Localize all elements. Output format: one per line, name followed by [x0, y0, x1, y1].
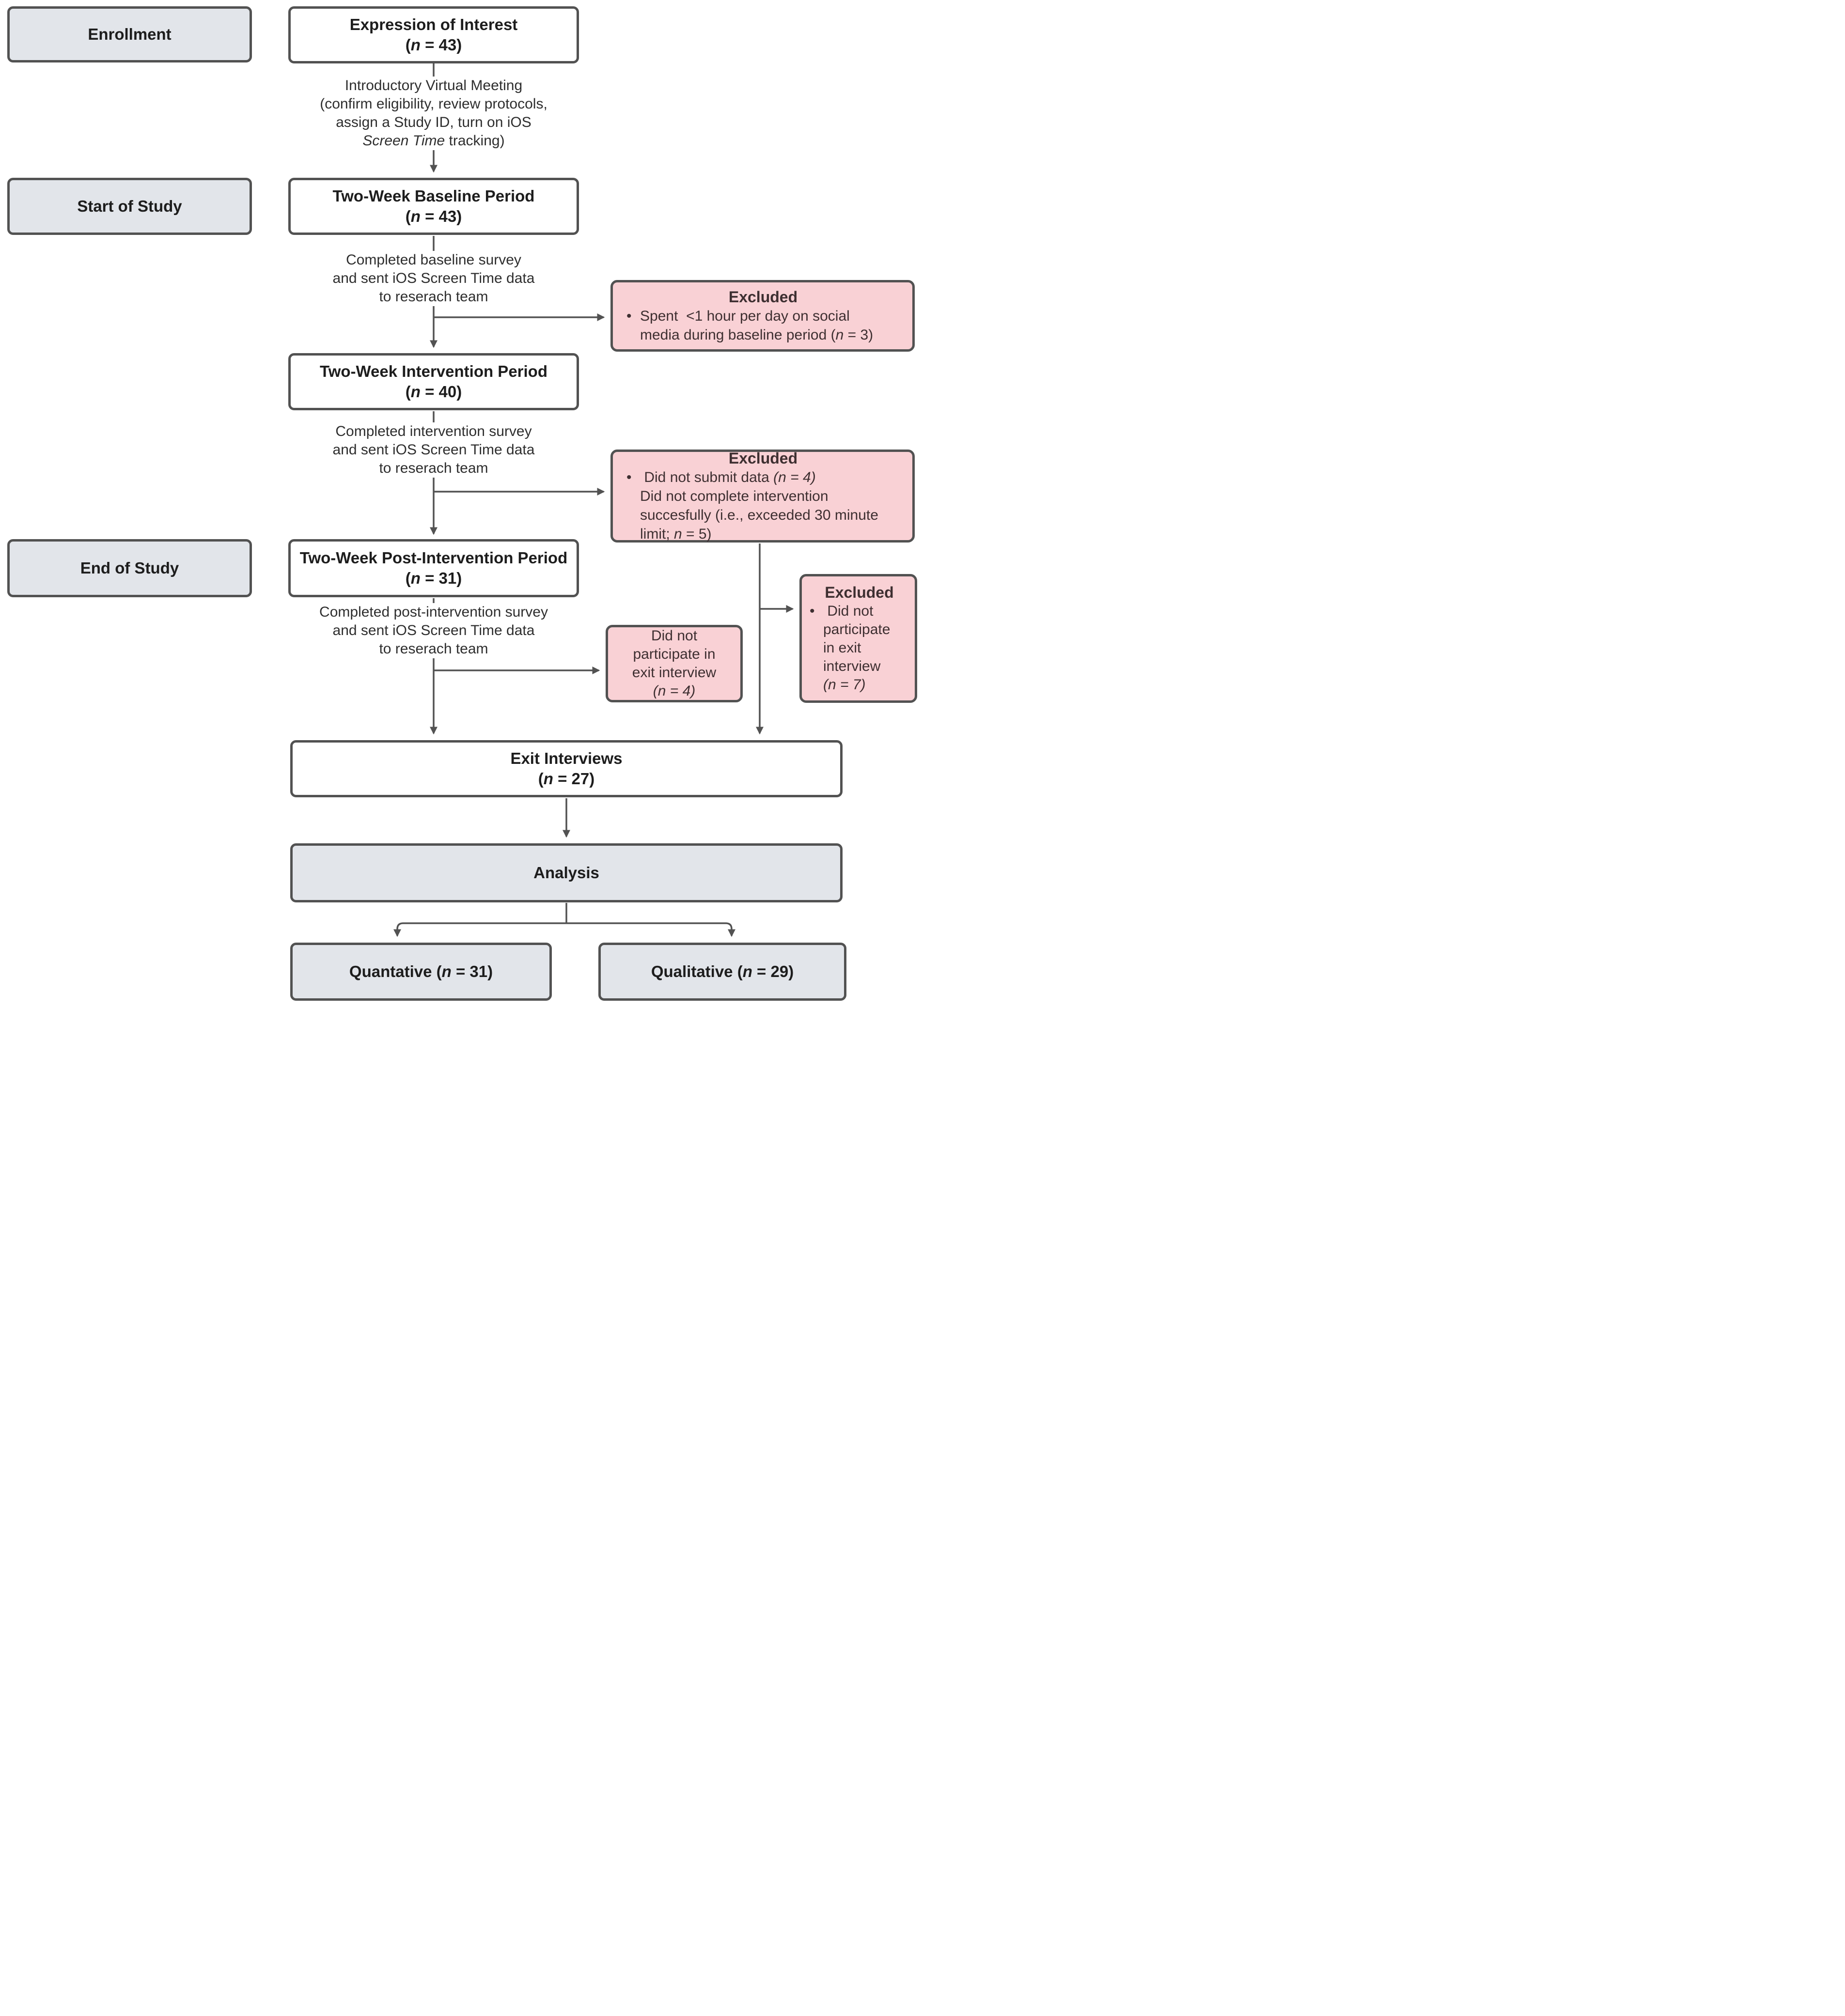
excluded-line: succesfully (i.e., exceeded 30 minute [640, 507, 878, 523]
flow-title: Two-Week Intervention Period [319, 362, 547, 380]
flow-count: (n = 43) [405, 36, 462, 54]
annotation-line: to reserach team [379, 641, 488, 657]
excluded-title: Excluded [728, 450, 798, 467]
flow-title: Two-Week Baseline Period [332, 187, 535, 205]
flow-count: (n = 40) [405, 383, 462, 401]
flow-count: (n = 43) [405, 207, 462, 225]
flow-box-qualitative: Qualitative (n = 29) [598, 943, 846, 1001]
flow-count: (n = 31) [405, 569, 462, 587]
excluded-title: Excluded [728, 288, 798, 306]
excluded-line: in exit [823, 640, 861, 656]
excluded-line: participate in [633, 646, 716, 662]
annotation-line: Screen Time tracking) [362, 133, 505, 149]
excluded-box-no-exit-interview-mid: Did not participate in exit interview (n… [606, 625, 743, 702]
excluded-line: exit interview [632, 665, 717, 681]
annotation-intro-meeting: Introductory Virtual Meeting (confirm el… [279, 77, 589, 150]
excluded-box-no-exit-interview-right: Excluded • Did not participate in exit i… [799, 574, 917, 703]
annotation-line: assign a Study ID, turn on iOS [336, 114, 532, 130]
study-flow-diagram: Enrollment Start of Study End of Study E… [0, 0, 922, 1008]
annotation-line: and sent iOS Screen Time data [332, 622, 535, 638]
arrow-split-left [393, 922, 566, 937]
annotation-line: Completed intervention survey [335, 423, 532, 439]
excluded-line: • Did not submit data (n = 4) [626, 469, 816, 485]
stage-label-end-of-study: End of Study [80, 559, 179, 577]
excluded-line: • Did not [810, 603, 874, 619]
flow-box-intervention-period: Two-Week Intervention Period (n = 40) [288, 353, 579, 410]
flow-box-expression-of-interest: Expression of Interest (n = 43) [288, 6, 579, 63]
excluded-title: Excluded [825, 584, 894, 601]
flow-title: Quantative (n = 31) [349, 962, 493, 980]
flow-title: Qualitative (n = 29) [651, 962, 794, 980]
stage-box-enrollment: Enrollment [7, 6, 252, 62]
excluded-line: •Spent <1 hour per day on social [626, 308, 850, 324]
annotation-line: to reserach team [379, 289, 488, 305]
annotation-intervention-survey: Completed intervention survey and sent i… [288, 422, 579, 478]
annotation-baseline-survey: Completed baseline survey and sent iOS S… [288, 251, 579, 306]
flow-title: Two-Week Post-Intervention Period [299, 549, 568, 567]
flow-box-quantitative: Quantative (n = 31) [290, 943, 552, 1001]
excluded-box-intervention: Excluded • Did not submit data (n = 4) D… [610, 450, 915, 543]
annotation-line: Completed baseline survey [346, 252, 521, 268]
annotation-line: and sent iOS Screen Time data [332, 270, 535, 286]
excluded-box-baseline: Excluded •Spent <1 hour per day on socia… [610, 280, 915, 352]
flow-box-baseline-period: Two-Week Baseline Period (n = 43) [288, 178, 579, 235]
flow-box-analysis: Analysis [290, 843, 843, 902]
stage-label-start-of-study: Start of Study [77, 197, 182, 215]
excluded-line: (n = 4) [653, 683, 696, 699]
flow-box-post-intervention-period: Two-Week Post-Intervention Period (n = 3… [288, 539, 579, 597]
flow-title: Exit Interviews [510, 749, 623, 767]
excluded-line: Did not [651, 628, 698, 644]
excluded-line: limit; n = 5) [640, 526, 712, 542]
annotation-line: and sent iOS Screen Time data [332, 442, 535, 458]
excluded-line: interview [823, 658, 881, 674]
annotation-line: Completed post-intervention survey [319, 604, 548, 620]
annotation-line: to reserach team [379, 460, 488, 476]
annotation-line: (confirm eligibility, review protocols, [320, 96, 547, 112]
annotation-post-survey: Completed post-intervention survey and s… [279, 603, 589, 658]
annotation-line: Introductory Virtual Meeting [344, 78, 523, 93]
excluded-line: Did not complete intervention [640, 488, 829, 504]
stage-label-enrollment: Enrollment [88, 25, 172, 43]
excluded-line: participate [823, 621, 891, 637]
excluded-line: media during baseline period (n = 3) [640, 327, 874, 343]
flow-count: (n = 27) [538, 770, 595, 788]
excluded-line: (n = 7) [823, 677, 866, 693]
flow-title: Expression of Interest [349, 16, 518, 33]
flow-title: Analysis [533, 864, 599, 882]
stage-box-start-of-study: Start of Study [7, 178, 252, 235]
flow-box-exit-interviews: Exit Interviews (n = 27) [290, 740, 843, 797]
arrow-split-right [566, 922, 736, 937]
stage-box-end-of-study: End of Study [7, 539, 252, 597]
